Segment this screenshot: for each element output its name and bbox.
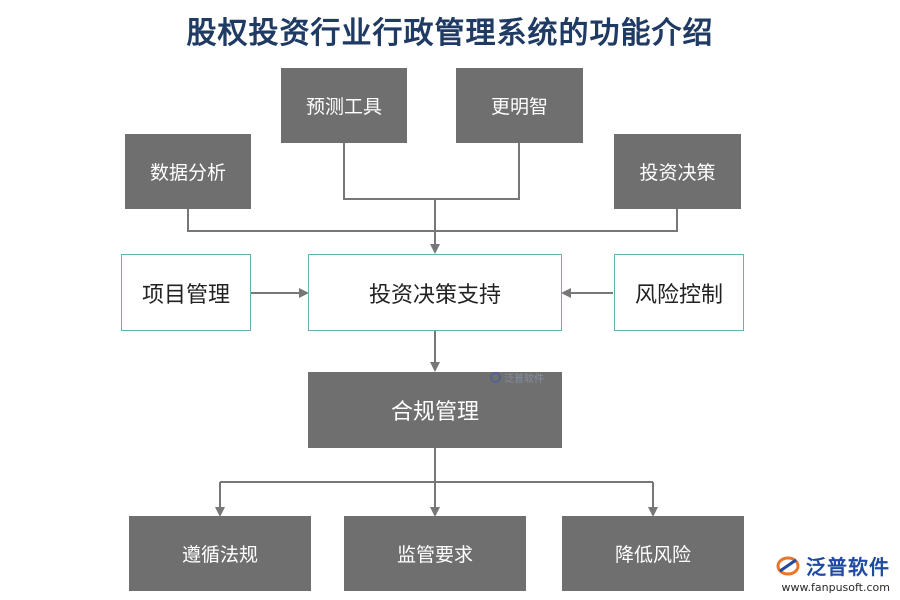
brand-logo: 泛普软件 www.fanpusoft.com — [776, 551, 890, 594]
node-decision-support: 投资决策支持 — [308, 254, 562, 331]
node-regulatory-requirements: 监管要求 — [344, 516, 526, 591]
node-risk-control: 风险控制 — [614, 254, 744, 331]
node-reduce-risk: 降低风险 — [562, 516, 744, 591]
center-watermark: 泛普软件 — [490, 370, 544, 385]
node-follow-regulations: 遵循法规 — [129, 516, 311, 591]
line-data-analysis — [187, 209, 678, 232]
fanpu-logo-icon — [776, 556, 800, 575]
node-compliance: 合规管理 — [308, 372, 562, 448]
line-compliance-branch — [220, 448, 653, 483]
node-investment-decision: 投资决策 — [614, 134, 741, 209]
node-project-management: 项目管理 — [121, 254, 251, 331]
diagram-title: 股权投资行业行政管理系统的功能介绍 — [186, 16, 714, 51]
logo-name: 泛普软件 — [806, 555, 890, 579]
node-bi: 更明智 — [456, 68, 583, 143]
line-predict-tools — [343, 143, 520, 200]
fanpu-watermark-icon — [490, 372, 501, 383]
node-predict-tools: 预测工具 — [281, 68, 407, 143]
node-data-analysis: 数据分析 — [125, 134, 251, 209]
logo-url: www.fanpusoft.com — [781, 581, 890, 594]
